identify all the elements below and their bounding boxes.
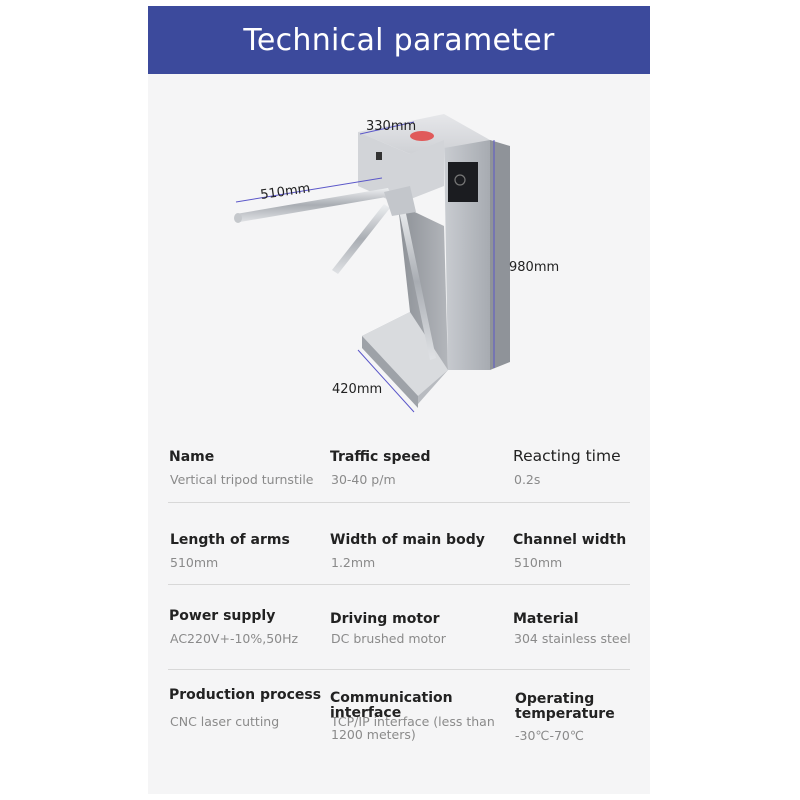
spec-table: Name Vertical tripod turnstile Traffic s…	[148, 6, 650, 794]
spec-value-driving-motor: DC brushed motor	[331, 631, 446, 646]
card-reader-symbol	[454, 174, 466, 186]
dim-label-arm: 510mm	[259, 181, 311, 203]
spec-value-material: 304 stainless steel	[514, 631, 631, 646]
base-front	[362, 336, 418, 408]
lock-keyhole	[376, 152, 382, 160]
dim-line-arm	[235, 177, 383, 203]
spec-label-width-of-main-body: Width of main body	[330, 532, 485, 548]
card-reader	[448, 162, 478, 202]
dimension-lines	[235, 121, 495, 413]
dim-line-base	[357, 349, 415, 413]
page-title: Technical parameter	[243, 22, 555, 58]
spec-label-communication-interface: Communication interface	[330, 690, 453, 721]
spec-value-reacting-time: 0.2s	[514, 472, 541, 487]
spec-value-operating-temperature: -30℃-70℃	[515, 728, 584, 743]
spec-sheet: Technical parameter	[148, 6, 650, 794]
arm-hub	[384, 186, 416, 216]
arm-horizontal	[236, 188, 392, 222]
row-divider	[168, 584, 630, 585]
base-plate-top	[362, 312, 448, 396]
spec-label-production-process: Production process	[169, 687, 322, 703]
indicator-light	[410, 131, 434, 141]
dim-line-top-width	[359, 121, 415, 135]
row-divider	[168, 669, 630, 670]
arm-lower-left	[332, 204, 390, 274]
title-banner: Technical parameter	[148, 6, 650, 74]
spec-value-width-of-main-body: 1.2mm	[331, 555, 376, 570]
arm-horizontal-tip	[234, 213, 242, 223]
spec-value-power-supply: AC220V+-10%,50Hz	[170, 631, 299, 646]
spec-label-material: Material	[513, 611, 579, 627]
dim-label-height: 980mm	[509, 260, 559, 275]
spec-label-name: Name	[169, 449, 215, 465]
arm-lower-right	[398, 204, 436, 360]
spec-label-operating-temperature: Operating temperature	[515, 691, 615, 722]
spec-value-length-of-arms: 510mm	[170, 555, 219, 570]
body-side	[490, 140, 510, 370]
spec-value-channel-width: 510mm	[514, 555, 563, 570]
row-divider	[168, 502, 630, 503]
spec-value-production-process: CNC laser cutting	[170, 714, 280, 729]
spec-value-traffic-speed: 30-40 p/m	[331, 472, 396, 487]
spec-label-reacting-time: Reacting time	[513, 447, 621, 465]
spec-label-power-supply: Power supply	[169, 608, 276, 624]
spec-label-channel-width: Channel width	[513, 532, 627, 548]
spec-value-communication-interface: TCP/IP interface (less than 1200 meters)	[331, 714, 495, 742]
dim-label-top-width: 330mm	[366, 119, 416, 134]
spec-label-traffic-speed: Traffic speed	[330, 449, 431, 465]
product-image: 330mm 510mm 980mm 420mm	[148, 74, 650, 434]
head-front	[358, 132, 444, 204]
spec-value-name: Vertical tripod turnstile	[170, 472, 314, 487]
spec-label-driving-motor: Driving motor	[330, 611, 440, 627]
turnstile-illustration: 330mm 510mm 980mm 420mm	[234, 114, 559, 413]
spec-label-length-of-arms: Length of arms	[170, 532, 290, 548]
dim-label-base: 420mm	[332, 382, 382, 397]
